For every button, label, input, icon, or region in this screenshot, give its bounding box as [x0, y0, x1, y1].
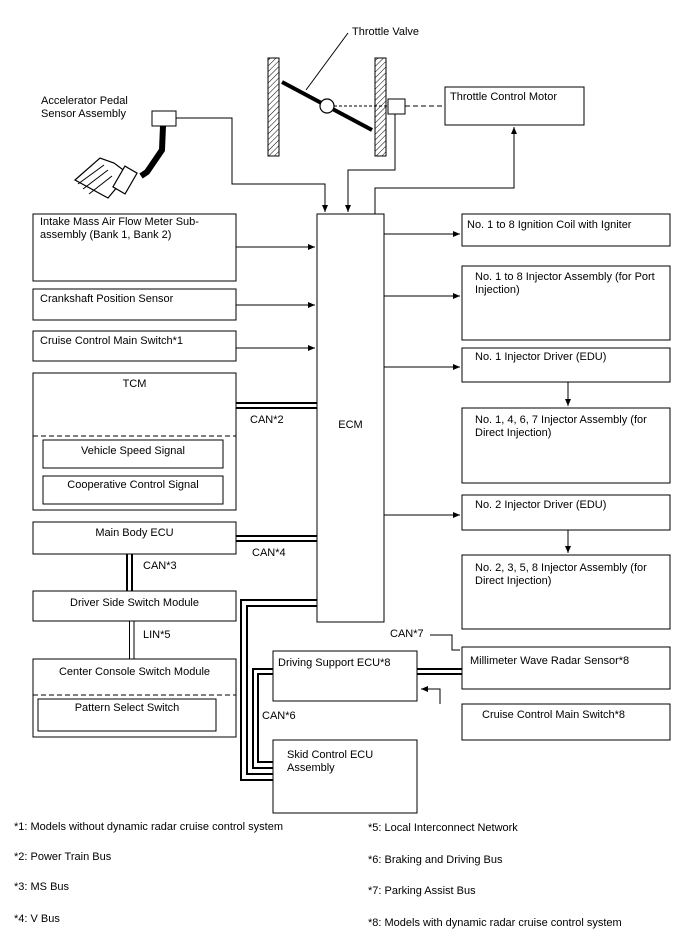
throttle-motor-label: Throttle Control Motor	[450, 91, 557, 103]
coop-control-box	[42, 475, 224, 505]
footnote-2: *2: Power Train Bus	[14, 851, 112, 863]
mmwave-label: Millimeter Wave Radar Sensor*8	[470, 655, 630, 667]
footnote-4: *4: V Bus	[14, 913, 60, 925]
skid-control-label: Skid Control ECU Assembly	[287, 749, 374, 774]
cruise-main-1-box	[32, 330, 237, 362]
injector-2358-box	[461, 554, 671, 630]
throttle-body-left-wall	[267, 57, 280, 157]
throttle-motor-box	[444, 86, 585, 126]
can6-label: CAN*6	[262, 710, 296, 722]
footnote-6: *6: Braking and Driving Bus	[368, 854, 503, 866]
ignition-coil-label: No. 1 to 8 Ignition Coil with Igniter	[467, 219, 632, 231]
main-body-ecu-label: Main Body ECU	[95, 527, 174, 539]
injector-port-label: No. 1 to 8 Injector Assembly (for Port I…	[475, 271, 655, 296]
crankshaft-label: Crankshaft Position Sensor	[40, 293, 174, 305]
cruise-main-8-box	[461, 703, 671, 741]
vehicle-speed-box	[42, 439, 224, 469]
main-body-ecu-box	[32, 521, 237, 555]
throttle-shaft	[319, 98, 335, 114]
pattern-select-box	[37, 698, 217, 732]
vehicle-speed-label: Vehicle Speed Signal	[81, 445, 185, 457]
ignition-coil-box	[461, 213, 671, 247]
footnote-8: *8: Models with dynamic radar cruise con…	[368, 917, 622, 929]
driver-side-switch-label: Driver Side Switch Module	[70, 597, 199, 609]
lin5-label: LIN*5	[143, 629, 171, 641]
skid-control-box	[272, 739, 418, 814]
pattern-select-label: Pattern Select Switch	[74, 702, 180, 714]
footnote-7: *7: Parking Assist Bus	[368, 885, 476, 897]
driver-side-switch-box	[32, 590, 237, 622]
can3-label: CAN*3	[143, 560, 177, 572]
driving-support-box	[272, 650, 418, 702]
injector-driver-1-box	[461, 347, 671, 383]
footnote-1: *1: Models without dynamic radar cruise …	[14, 821, 283, 833]
throttle-valve-label: Throttle Valve	[352, 26, 420, 38]
can7-label: CAN*7	[390, 628, 424, 640]
injector-1467-label: No. 1, 4, 6, 7 Injector Assembly (for Di…	[475, 414, 647, 439]
pedal-arm	[139, 125, 166, 179]
can2-label: CAN*2	[250, 414, 284, 426]
footnote-3: *3: MS Bus	[14, 881, 70, 893]
mmwave-box	[461, 646, 671, 690]
can4-label: CAN*4	[252, 547, 286, 559]
tcm-label: TCM	[122, 378, 147, 390]
throttle-body-right-wall	[374, 57, 387, 157]
injector-driver-2-label: No. 2 Injector Driver (EDU)	[475, 499, 607, 511]
accel-pedal-label: Accelerator Pedal Sensor Assembly	[41, 95, 128, 120]
injector-port-box	[461, 265, 671, 341]
center-console-label: Center Console Switch Module	[58, 666, 211, 678]
cruise-main-1-label: Cruise Control Main Switch*1	[40, 335, 184, 347]
ecm-label: ECM	[338, 419, 363, 431]
injector-driver-2-box	[461, 494, 671, 531]
injector-1467-box	[461, 407, 671, 484]
footnote-5: *5: Local Interconnect Network	[368, 822, 518, 834]
maf-label: Intake Mass Air Flow Meter Sub-assembly …	[40, 216, 199, 241]
driving-support-label: Driving Support ECU*8	[278, 657, 391, 669]
pedal-sensor	[151, 110, 177, 127]
injector-2358-label: No. 2, 3, 5, 8 Injector Assembly (for Di…	[475, 562, 647, 587]
injector-driver-1-label: No. 1 Injector Driver (EDU)	[475, 351, 607, 363]
cruise-main-8-label: Cruise Control Main Switch*8	[482, 709, 626, 721]
coop-control-label: Cooperative Control Signal	[67, 479, 199, 491]
ecm-box	[316, 213, 385, 623]
throttle-sensor	[387, 98, 406, 115]
